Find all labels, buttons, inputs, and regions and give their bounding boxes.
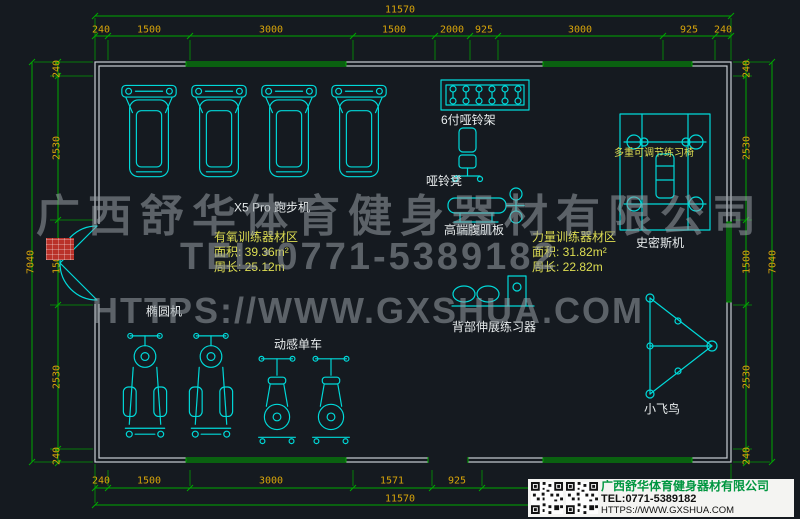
extension-lines <box>34 18 770 503</box>
dim-label: 2530 <box>51 364 63 390</box>
treadmill-icon <box>331 84 387 178</box>
dim-label: 240 <box>51 59 63 79</box>
zone-area: 面积: 39.36m² <box>214 245 289 259</box>
elliptical-icon <box>122 332 168 438</box>
qr-code-icon <box>531 482 563 514</box>
company-tel: TEL:0771-5389182 <box>601 493 697 505</box>
dim-label: 240 <box>741 446 753 466</box>
company-info-text: 广西舒华体育健身器材有限公司 TEL:0771-5389182 HTTPS://… <box>601 480 769 516</box>
dumbbell-bench-label: 哑铃凳 <box>426 174 463 188</box>
entrance-door-symbol <box>59 225 98 301</box>
dim-label: 3000 <box>567 24 593 36</box>
back-extension-icon <box>451 275 535 307</box>
dim-label: 925 <box>679 24 699 36</box>
ab-board-icon <box>447 187 525 224</box>
dim-label: 1571 <box>379 475 405 487</box>
watermark-tel: TEL:0771-5389182 <box>180 236 558 278</box>
windows <box>185 61 732 463</box>
dim-label: 1500 <box>136 475 162 487</box>
dim-label: 240 <box>91 475 111 487</box>
spin-bike-icon <box>257 355 297 445</box>
strength-zone-label: 力量训练器材区 面积: 31.82m² 周长: 22.82m <box>532 230 616 275</box>
dumbbell-rack-label: 6付哑铃架 <box>441 113 496 127</box>
zone-name: 力量训练器材区 <box>532 230 617 244</box>
red-seal-stamp <box>46 238 74 260</box>
company-website: HTTPS://WWW.GXSHUA.COM <box>601 505 734 516</box>
spin-bike-icon <box>311 355 351 445</box>
zone-name: 有氧训练器材区 <box>214 230 299 244</box>
dim-label: 2530 <box>741 135 753 161</box>
dim-label: 1500 <box>741 249 753 275</box>
elliptical-label: 椭圆机 <box>145 304 183 319</box>
dim-label: 2000 <box>439 24 465 36</box>
treadmill-icon <box>121 84 177 178</box>
watermark-company: 广西舒华体育健身器材有限公司 <box>36 192 764 241</box>
dim-label: 925 <box>474 24 494 36</box>
treadmill-label: X5 Pro 跑步机 <box>233 200 311 215</box>
dim-label: 1500 <box>136 24 162 36</box>
dim-label: 925 <box>447 475 467 487</box>
zone-perimeter: 周长: 25.12m <box>214 260 285 274</box>
zone-area: 面积: 31.82m² <box>532 245 607 259</box>
watermark-website: HTTPS://WWW.GXSHUA.COM <box>92 290 644 331</box>
dim-label: 2530 <box>51 135 63 161</box>
adjustable-chair-label: 多重可调节练习椅 <box>614 148 694 159</box>
dim-label: 240 <box>51 446 63 466</box>
dim-label-bottom-total: 11570 <box>384 493 416 505</box>
dumbbell-rack-icon <box>440 79 530 111</box>
cable-fly-icon <box>645 293 718 399</box>
treadmill-icon <box>191 84 247 178</box>
dim-label: 240 <box>741 59 753 79</box>
dim-label: 3000 <box>258 475 284 487</box>
spin-bike-label: 动感单车 <box>273 337 323 352</box>
dim-label: 240 <box>713 24 733 36</box>
dim-label-right-total: 7040 <box>767 249 779 275</box>
qr-code-icon <box>566 482 598 514</box>
dim-label: 1500 <box>381 24 407 36</box>
treadmill-icon <box>261 84 317 178</box>
dim-label: 2530 <box>741 364 753 390</box>
zone-perimeter: 周长: 22.82m <box>532 260 603 274</box>
back-extension-label: 背部伸展练习器 <box>452 320 537 334</box>
dim-label: 240 <box>91 24 111 36</box>
dim-label-left-total: 7040 <box>25 249 37 275</box>
dim-label-top-total: 11570 <box>384 4 416 16</box>
company-info-card: 广西舒华体育健身器材有限公司 TEL:0771-5389182 HTTPS://… <box>528 479 794 517</box>
smith-machine-icon <box>619 113 711 231</box>
dumbbell-bench-icon <box>451 127 484 183</box>
dim-label: 3000 <box>258 24 284 36</box>
smith-machine-label: 史密斯机 <box>636 236 685 250</box>
aerobic-zone-label: 有氧训练器材区 面积: 39.36m² 周长: 25.12m <box>214 230 298 275</box>
elliptical-icon <box>188 332 234 438</box>
company-name: 广西舒华体育健身器材有限公司 <box>601 480 770 493</box>
cable-fly-label: 小飞鸟 <box>644 402 681 416</box>
ab-board-label: 高端腹肌板 <box>444 223 505 237</box>
